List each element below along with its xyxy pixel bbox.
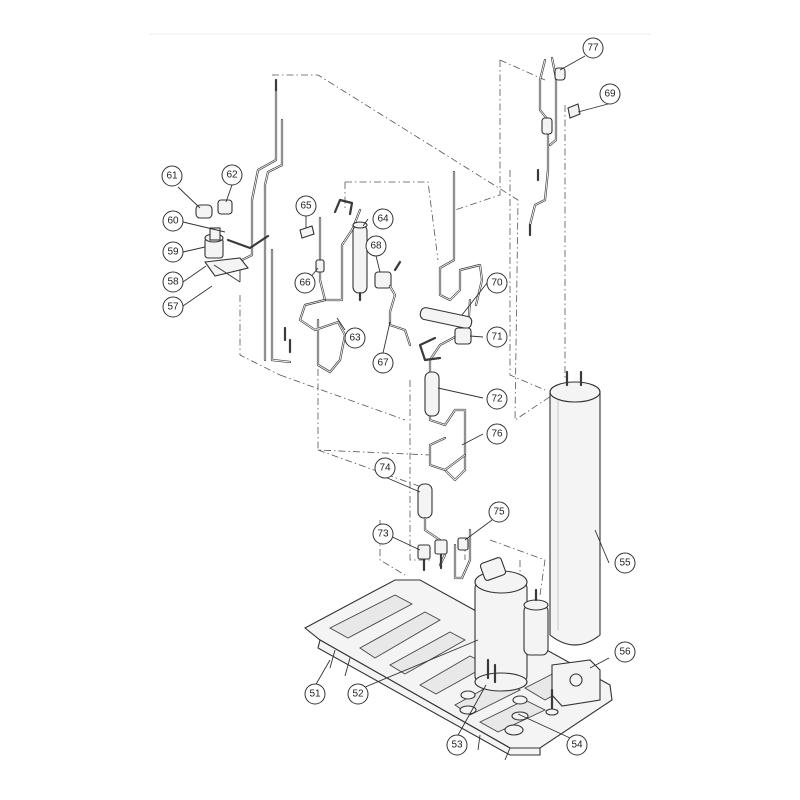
center-pipe-assembly bbox=[418, 170, 484, 482]
callout-58: 58 bbox=[162, 271, 184, 293]
callout-label-51: 51 bbox=[309, 689, 321, 700]
callout-label-63: 63 bbox=[349, 333, 361, 344]
callout-label-58: 58 bbox=[167, 277, 179, 288]
callout-label-56: 56 bbox=[619, 647, 631, 658]
callout-56: 56 bbox=[614, 641, 636, 663]
receiver-tank bbox=[549, 370, 601, 646]
callout-label-71: 71 bbox=[491, 332, 503, 343]
callout-label-76: 76 bbox=[491, 429, 503, 440]
callout-label-53: 53 bbox=[451, 740, 463, 751]
callout-51: 51 bbox=[304, 683, 326, 705]
callout-62: 62 bbox=[221, 164, 243, 186]
tank-bracket bbox=[545, 659, 601, 716]
callout-label-57: 57 bbox=[167, 302, 179, 313]
callout-label-59: 59 bbox=[167, 247, 179, 258]
callout-67: 67 bbox=[372, 352, 394, 374]
callout-label-66: 66 bbox=[299, 278, 311, 289]
callout-label-55: 55 bbox=[619, 558, 631, 569]
callouts: 51 52 53 54 55 56 57 58 59 60 61 62 63 6… bbox=[161, 37, 636, 756]
callout-leaders bbox=[177, 55, 610, 739]
callout-76: 76 bbox=[486, 423, 508, 445]
assembly-guide-lines bbox=[239, 59, 566, 596]
callout-label-77: 77 bbox=[587, 43, 599, 54]
callout-71: 71 bbox=[486, 326, 508, 348]
callout-label-73: 73 bbox=[377, 529, 389, 540]
callout-label-74: 74 bbox=[379, 463, 391, 474]
callout-54: 54 bbox=[566, 734, 588, 756]
lower-valve-assembly bbox=[417, 483, 472, 580]
compressor bbox=[474, 557, 549, 692]
callout-65: 65 bbox=[295, 195, 317, 217]
callout-label-64: 64 bbox=[377, 214, 389, 225]
callout-53: 53 bbox=[446, 734, 468, 756]
callout-label-52: 52 bbox=[352, 689, 364, 700]
callout-label-54: 54 bbox=[571, 740, 583, 751]
callout-52: 52 bbox=[347, 683, 369, 705]
middle-left-assembly bbox=[298, 198, 368, 374]
callout-label-68: 68 bbox=[370, 241, 382, 252]
callout-68: 68 bbox=[365, 235, 387, 257]
callout-61: 61 bbox=[161, 165, 183, 187]
compressor-mounts bbox=[459, 690, 529, 736]
left-pipe-assembly bbox=[195, 78, 292, 364]
callout-75: 75 bbox=[488, 501, 510, 523]
callout-74: 74 bbox=[374, 457, 396, 479]
callout-label-60: 60 bbox=[167, 216, 179, 227]
callout-66: 66 bbox=[294, 272, 316, 294]
callout-70: 70 bbox=[486, 272, 508, 294]
pressure-switch bbox=[374, 260, 412, 347]
callout-55: 55 bbox=[614, 552, 636, 574]
callout-label-70: 70 bbox=[491, 278, 503, 289]
callout-label-69: 69 bbox=[604, 89, 616, 100]
callout-57: 57 bbox=[162, 296, 184, 318]
callout-label-72: 72 bbox=[491, 394, 503, 405]
callout-label-67: 67 bbox=[377, 358, 389, 369]
callout-64: 64 bbox=[372, 208, 394, 230]
callout-73: 73 bbox=[372, 523, 394, 545]
callout-60: 60 bbox=[162, 210, 184, 232]
callout-label-75: 75 bbox=[493, 507, 505, 518]
top-right-pipe-assembly bbox=[528, 56, 581, 237]
callout-label-65: 65 bbox=[300, 201, 312, 212]
callout-label-62: 62 bbox=[226, 170, 238, 181]
callout-72: 72 bbox=[486, 388, 508, 410]
callout-77: 77 bbox=[582, 37, 604, 59]
callout-59: 59 bbox=[162, 241, 184, 263]
callout-63: 63 bbox=[344, 327, 366, 349]
callout-69: 69 bbox=[599, 83, 621, 105]
callout-label-61: 61 bbox=[166, 171, 178, 182]
